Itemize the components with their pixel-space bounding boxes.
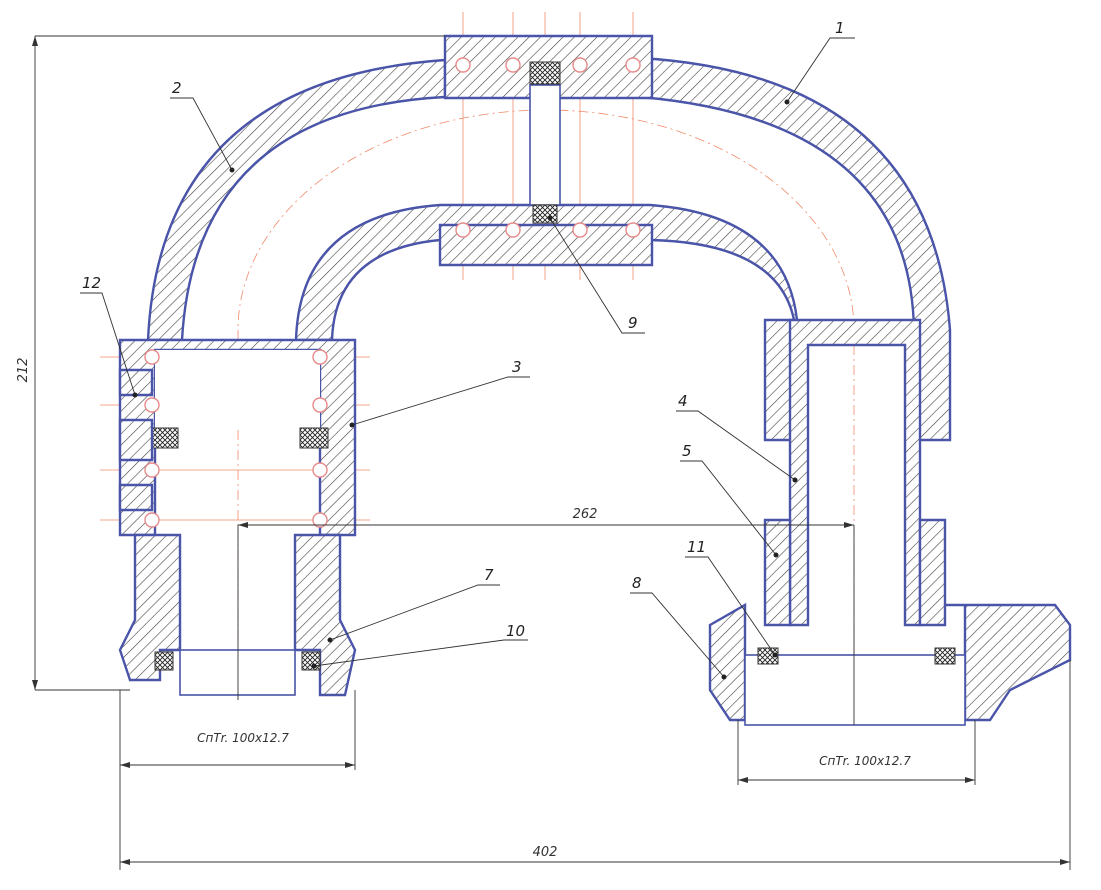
part-4-pipe bbox=[788, 318, 922, 627]
part-8-union bbox=[708, 602, 1072, 722]
right-outlet bbox=[744, 654, 966, 726]
part-7-nut-right bbox=[293, 533, 357, 697]
seal-10-left bbox=[154, 651, 174, 671]
inner-arc bbox=[294, 203, 799, 442]
inner-clamp bbox=[438, 223, 654, 267]
callout-10: 10 bbox=[506, 622, 525, 640]
callout-7: 7 bbox=[484, 566, 494, 584]
part-5-sleeve bbox=[763, 518, 947, 627]
dim-height: 212 bbox=[16, 358, 31, 383]
left-bore bbox=[155, 350, 320, 430]
thread-label-left: СпТr. 100х12.7 bbox=[197, 731, 289, 745]
part-7-nut-left bbox=[118, 533, 182, 682]
dimension-lines bbox=[32, 35, 1071, 870]
left-bolts bbox=[144, 349, 328, 528]
callout-5: 5 bbox=[682, 442, 692, 460]
callout-8: 8 bbox=[632, 574, 642, 592]
leader-lines bbox=[80, 37, 855, 680]
callout-3: 3 bbox=[512, 358, 522, 376]
callout-2: 2 bbox=[172, 79, 182, 97]
upper-bolts bbox=[455, 57, 641, 238]
left-outlet bbox=[179, 649, 296, 696]
seal-9 bbox=[532, 204, 558, 224]
callout-11: 11 bbox=[687, 538, 706, 556]
seal-3-right bbox=[299, 427, 329, 449]
callout-1: 1 bbox=[835, 19, 845, 37]
thread-label-right: СпТr. 100х12.7 bbox=[819, 754, 911, 768]
center-bore bbox=[529, 84, 561, 206]
seal-10-right bbox=[301, 651, 321, 671]
callout-4: 4 bbox=[678, 392, 688, 410]
seal-3-left bbox=[149, 427, 179, 449]
callout-9: 9 bbox=[628, 314, 638, 332]
part-1-outer-arc bbox=[638, 56, 952, 442]
callout-12: 12 bbox=[82, 274, 101, 292]
part-12-rings bbox=[118, 368, 154, 512]
part-2-outer-arc bbox=[146, 58, 447, 342]
dim-overall-width: 402 bbox=[533, 845, 558, 860]
seal-9-top bbox=[529, 61, 561, 85]
seal-11-right bbox=[934, 647, 956, 665]
dim-center-distance: 262 bbox=[573, 507, 598, 522]
